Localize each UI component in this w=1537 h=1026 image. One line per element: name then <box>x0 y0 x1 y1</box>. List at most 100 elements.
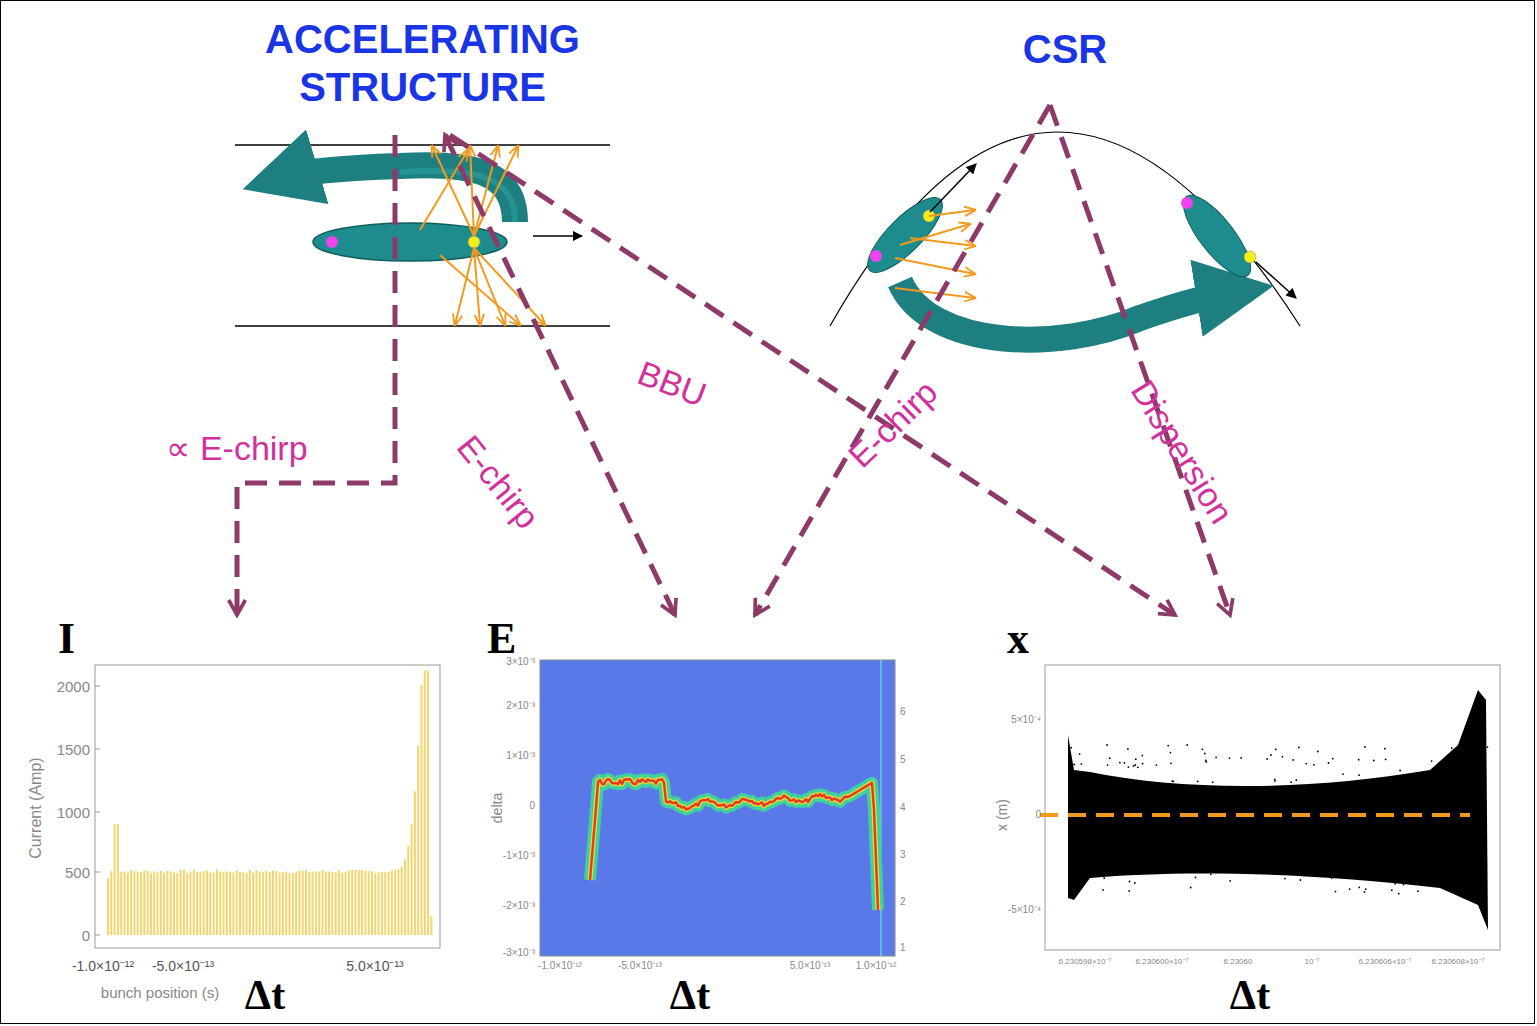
particle-dot <box>1373 760 1375 762</box>
particle-dot <box>1204 753 1206 755</box>
plot-letter: I <box>58 617 75 661</box>
histogram-bar <box>236 870 238 935</box>
particle-dot <box>1234 870 1236 872</box>
particle-dot <box>1381 847 1383 849</box>
particle-dot <box>1175 837 1177 839</box>
particle-dot <box>1337 809 1339 811</box>
particle-dot <box>1163 789 1165 791</box>
histogram-bar <box>368 871 370 935</box>
particle-dot <box>1109 757 1111 759</box>
particle-dot <box>1276 811 1278 813</box>
particle-dot <box>1391 889 1393 891</box>
particle-dot <box>1399 770 1401 772</box>
histogram-bar <box>133 871 135 935</box>
particle-dot <box>1373 872 1375 874</box>
histogram-bar <box>358 870 360 935</box>
particle-dot <box>1158 832 1160 834</box>
particle-dot <box>1145 821 1147 823</box>
histogram-bar <box>213 873 215 935</box>
tick-label: 1×10⁻³ <box>506 751 535 761</box>
dashed-connector <box>237 135 395 615</box>
histogram-bar <box>160 871 162 935</box>
particle-dot <box>1370 804 1372 806</box>
histogram-bar <box>219 872 221 935</box>
particle-dot <box>1464 865 1466 867</box>
histogram-bar <box>341 873 343 935</box>
histogram-bar <box>193 870 195 935</box>
histogram-bar <box>424 670 426 935</box>
particle-dot <box>1347 850 1349 852</box>
plot-letter: E <box>487 617 516 661</box>
particle-dot <box>1272 786 1274 788</box>
particle-dot <box>1374 785 1376 787</box>
particle-dot <box>1073 764 1075 766</box>
axis-title: Δt <box>670 974 710 1016</box>
particle-dot <box>1129 881 1131 883</box>
particle-dot <box>1304 850 1306 852</box>
particle-dot <box>1199 868 1201 870</box>
current-plot <box>95 665 440 948</box>
particle-dot <box>1195 809 1197 811</box>
histogram-bar <box>143 870 145 935</box>
particle-dot <box>1327 863 1329 865</box>
histogram-bar <box>117 824 119 935</box>
dashed-connector <box>450 135 1175 615</box>
particle-dot <box>1095 804 1097 806</box>
histogram-bar <box>239 872 241 935</box>
histogram-bar <box>203 871 205 935</box>
particle-dot <box>1134 764 1136 766</box>
particle-dot <box>1365 860 1367 862</box>
particle-dot <box>1068 792 1070 794</box>
particle-dot <box>1279 864 1281 866</box>
histogram-bar <box>153 871 155 935</box>
histogram-bar <box>388 872 390 935</box>
particle-dot <box>1468 805 1470 807</box>
histogram-bar <box>335 872 337 935</box>
particle-dot <box>1323 794 1325 796</box>
particle-dot <box>1315 793 1317 795</box>
section-heading: ACCELERATING STRUCTURE <box>235 15 610 111</box>
histogram-bar <box>232 873 234 935</box>
particle-dot <box>1115 815 1117 817</box>
tick-label: 1 <box>900 943 906 953</box>
histogram-bar <box>246 873 248 935</box>
particle-dot <box>1335 891 1337 893</box>
particle-dot <box>1401 830 1403 832</box>
histogram-bar <box>289 873 291 935</box>
histogram-bar <box>176 873 178 935</box>
axis-title: Δt <box>245 974 285 1016</box>
histogram-bar <box>417 746 419 935</box>
particle-dot <box>1473 846 1475 848</box>
histogram-bar <box>322 870 324 935</box>
particle-dot <box>1364 786 1366 788</box>
particle-dot <box>1197 836 1199 838</box>
histogram-bar <box>338 870 340 935</box>
particle-dot <box>1315 796 1317 798</box>
particle-dot <box>1127 846 1129 848</box>
particle-dot <box>1091 862 1093 864</box>
particle-dot <box>1174 836 1176 838</box>
particle-dot <box>1141 755 1143 757</box>
tick-label: bunch position (s) <box>101 985 219 1000</box>
particle-dot <box>1290 781 1292 783</box>
tick-label: 6.230606×10⁻⁷ <box>1359 958 1412 966</box>
particle-dot <box>1119 762 1121 764</box>
tick-label: 2 <box>900 897 906 907</box>
tick-label: -5×10⁻⁴ <box>1008 905 1041 915</box>
energy-curve <box>590 779 878 910</box>
particle-dot <box>1069 778 1071 780</box>
particle-dot <box>1298 747 1300 749</box>
particle-dot <box>1074 863 1076 865</box>
particle-dot <box>1433 797 1435 799</box>
particle-dot <box>1442 779 1444 781</box>
particle-dot <box>1454 769 1456 771</box>
histogram-bar <box>223 872 225 935</box>
particle-dot <box>1270 754 1272 756</box>
particle-dot <box>1471 810 1473 812</box>
particle-dot <box>1331 877 1333 879</box>
particle-dot <box>1258 858 1260 860</box>
particle-dot <box>1103 877 1105 879</box>
tick-label: 5×10⁻⁴ <box>1011 715 1041 725</box>
particle-dot <box>1305 836 1307 838</box>
particle-dot <box>1156 785 1158 787</box>
